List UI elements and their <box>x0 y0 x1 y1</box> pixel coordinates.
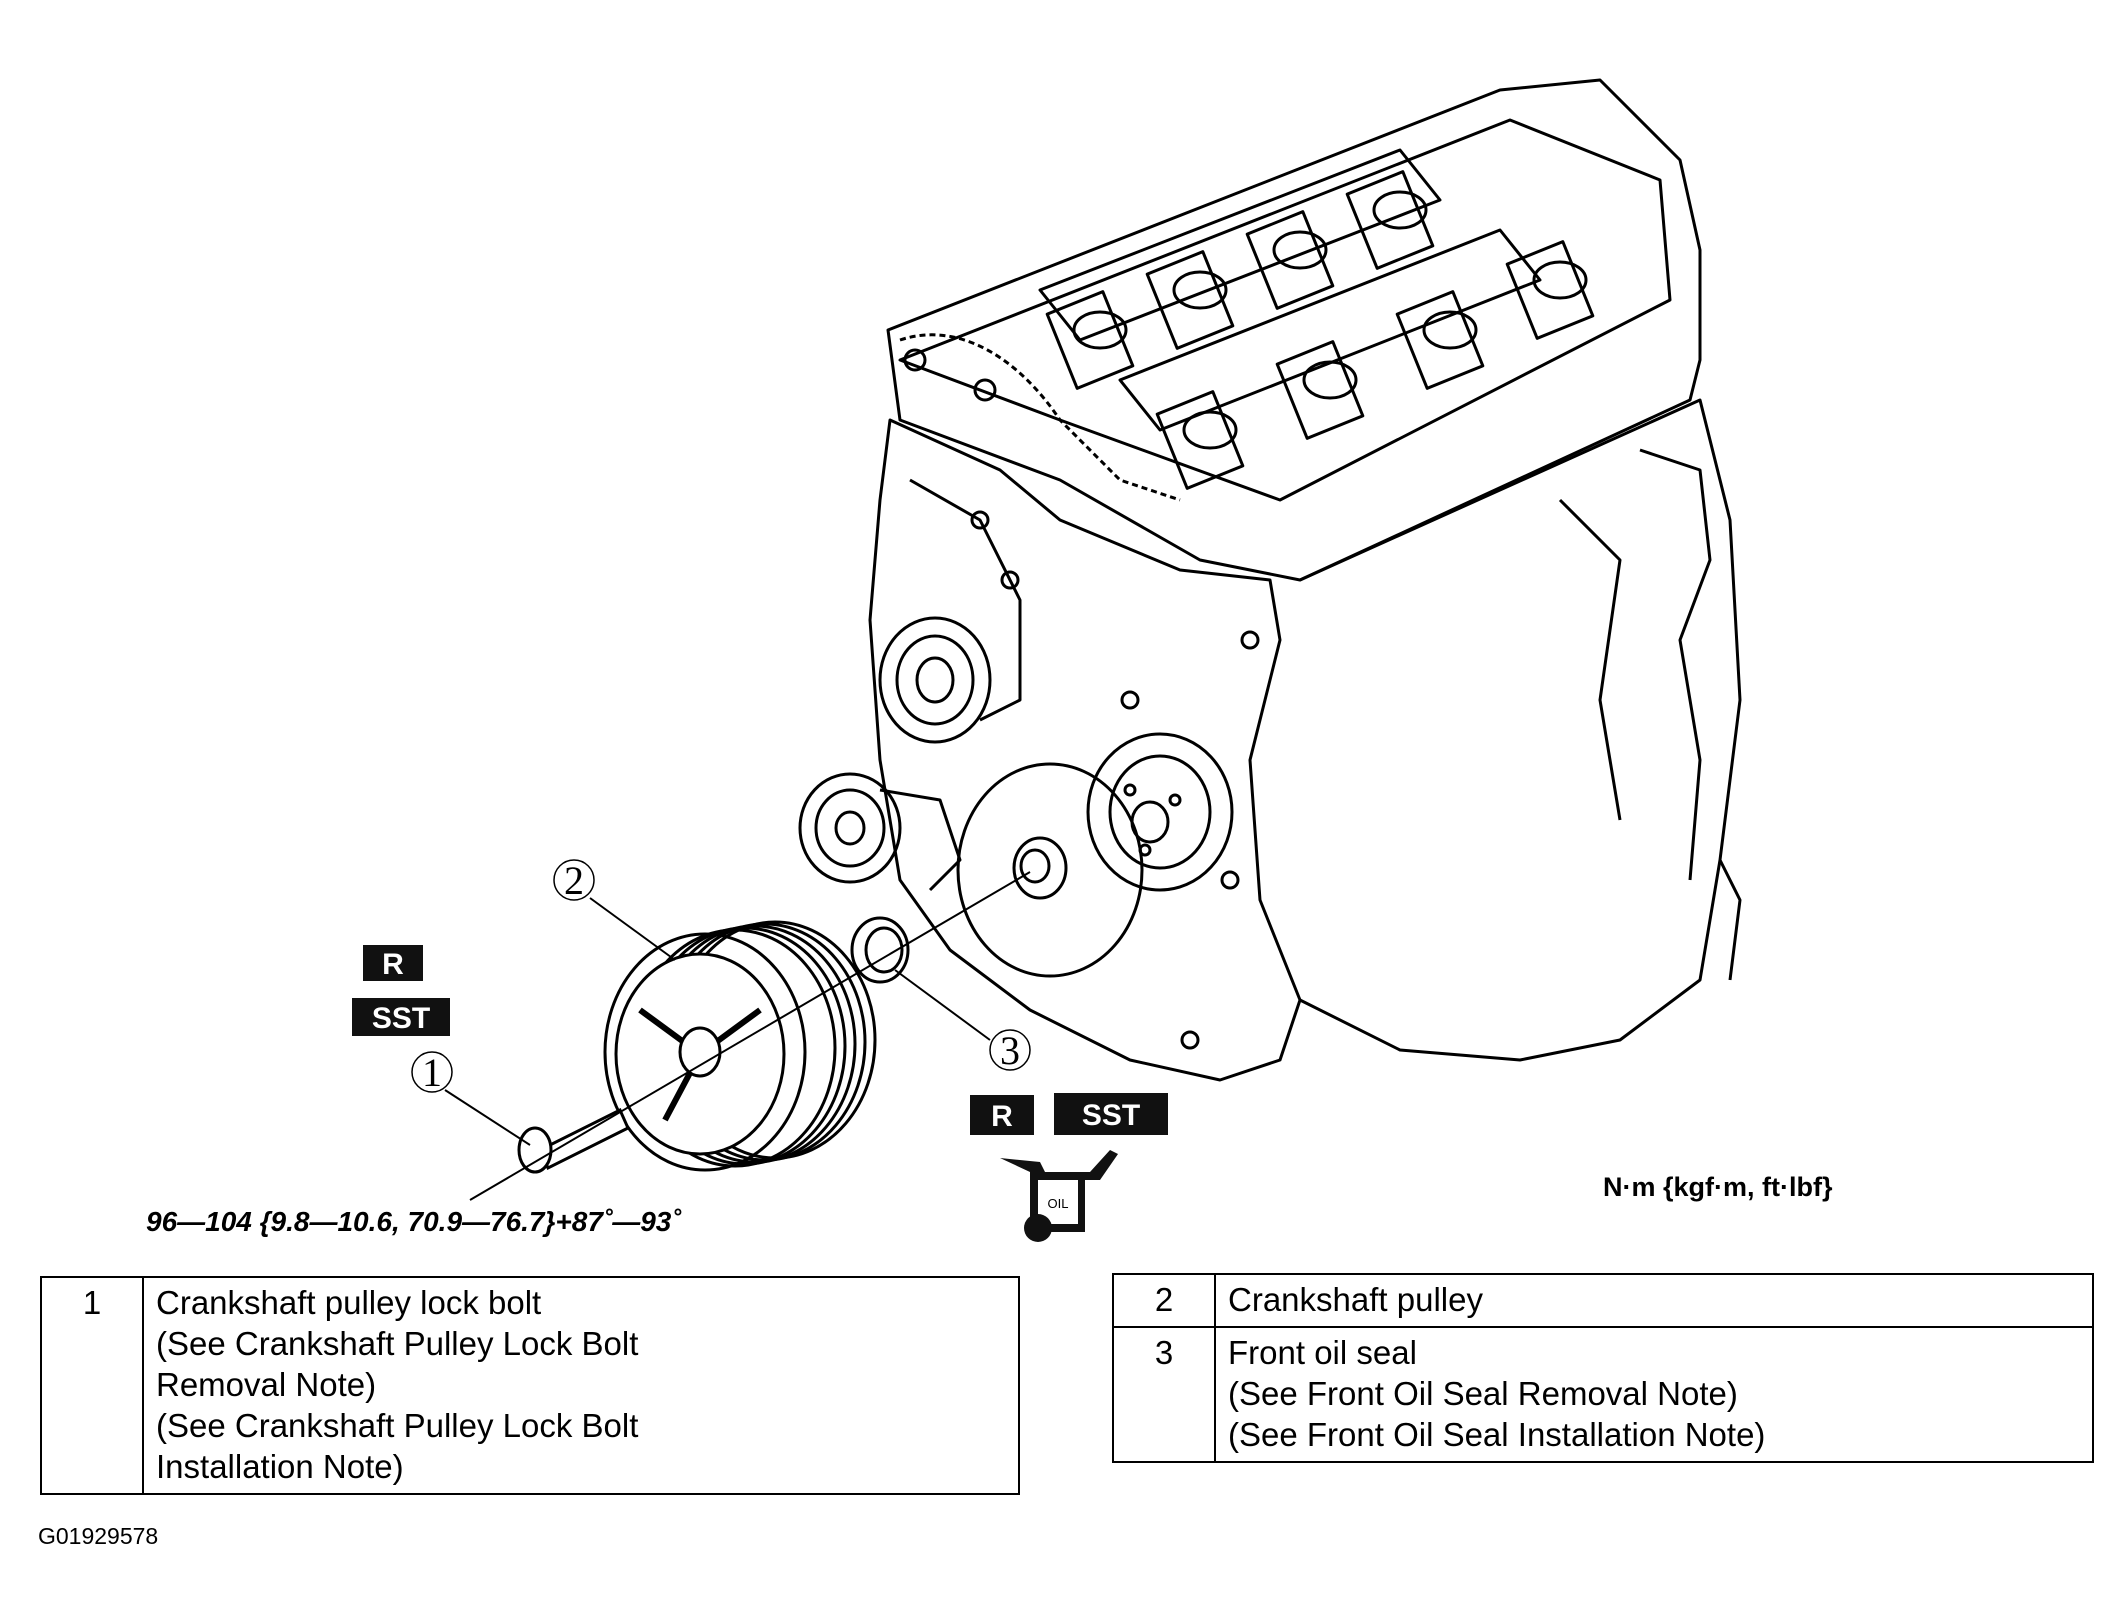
crankshaft-pulley-illustration <box>603 920 877 1172</box>
callout-leaders <box>444 897 991 1146</box>
engine-block-illustration <box>798 78 1742 1082</box>
svg-text:R: R <box>991 1100 1013 1133</box>
part-line: Installation Note) <box>156 1448 404 1485</box>
part-line: Removal Note) <box>156 1366 377 1403</box>
crankshaft-pulley-lock-bolt-illustration <box>517 1107 630 1174</box>
callout-2: 2 <box>553 858 595 903</box>
replace-badge-seal: R <box>970 1095 1034 1135</box>
assembly-axis-line <box>469 871 1031 1201</box>
front-oil-seal-illustration <box>850 916 910 984</box>
svg-text:OIL: OIL <box>1048 1196 1069 1211</box>
table-row: 1 Crankshaft pulley lock bolt (See Crank… <box>40 1276 1020 1495</box>
part-line: (See Crankshaft Pulley Lock Bolt <box>156 1407 639 1444</box>
svg-text:R: R <box>382 948 404 981</box>
part-number: 2 <box>1112 1273 1216 1328</box>
part-line: Crankshaft pulley lock bolt <box>156 1284 542 1321</box>
sst-badge-seal: SST <box>1054 1093 1168 1135</box>
part-number: 1 <box>40 1276 144 1495</box>
part-line: (See Front Oil Seal Installation Note) <box>1228 1416 1766 1453</box>
table-row: 3 Front oil seal (See Front Oil Seal Rem… <box>1112 1326 2094 1463</box>
oil-can-icon: OIL <box>1000 1150 1118 1242</box>
svg-text:2: 2 <box>564 858 584 903</box>
parts-table-right: 2 Crankshaft pulley 3 Front oil seal (Se… <box>1112 1273 2094 1463</box>
part-line: Crankshaft pulley <box>1228 1281 1483 1318</box>
part-description: Front oil seal (See Front Oil Seal Remov… <box>1214 1326 2094 1463</box>
figure-id: G01929578 <box>38 1523 159 1549</box>
svg-text:1: 1 <box>422 1050 442 1095</box>
svg-text:3: 3 <box>1000 1028 1020 1073</box>
callout-3: 3 <box>989 1028 1031 1073</box>
replace-badge-bolt: R <box>363 945 423 981</box>
torque-units-legend: N·m {kgf·m, ft·lbf} <box>1603 1172 1833 1202</box>
part-description: Crankshaft pulley <box>1214 1273 2094 1328</box>
sst-badge-bolt: SST <box>352 998 450 1036</box>
parts-table-left: 1 Crankshaft pulley lock bolt (See Crank… <box>40 1276 1020 1495</box>
part-line: (See Crankshaft Pulley Lock Bolt <box>156 1325 639 1362</box>
svg-text:SST: SST <box>372 1002 430 1035</box>
part-description: Crankshaft pulley lock bolt (See Cranksh… <box>142 1276 1020 1495</box>
part-line: (See Front Oil Seal Removal Note) <box>1228 1375 1738 1412</box>
torque-specification: 96—104 {9.8—10.6, 70.9—76.7}+87˚—93˚ <box>146 1206 681 1237</box>
table-row: 2 Crankshaft pulley <box>1112 1273 2094 1328</box>
svg-text:SST: SST <box>1082 1099 1140 1132</box>
part-number: 3 <box>1112 1326 1216 1463</box>
part-line: Front oil seal <box>1228 1334 1417 1371</box>
callout-1: 1 <box>411 1050 453 1095</box>
